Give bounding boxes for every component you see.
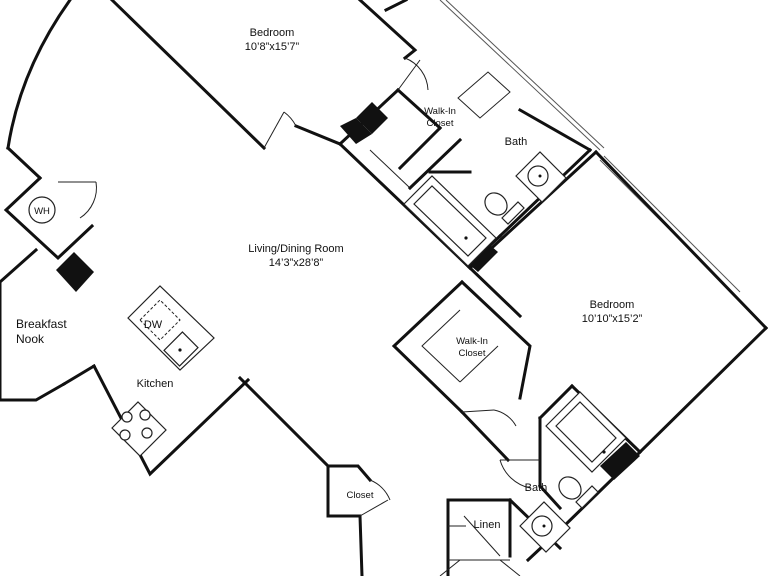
bedroom-right-dims: 10’10”x15’2” [582, 313, 643, 325]
bathtub-top-icon [403, 175, 497, 267]
walk-in-closet-right-line2: Closet [459, 348, 486, 359]
bath-bottom-name: Bath [525, 482, 548, 494]
kitchen-counter-icon [127, 285, 215, 371]
right-bedroom-walls [391, 149, 768, 576]
walk-in-closet-right-line1: Walk-In [456, 336, 488, 347]
structural-columns [56, 102, 640, 480]
kitchen-name: Kitchen [137, 378, 174, 390]
dishwasher-label: DW [144, 319, 163, 331]
bath-top-name: Bath [505, 136, 528, 148]
column-wh [56, 252, 94, 292]
living-dining-name: Living/Dining Room [248, 243, 343, 255]
water-heater-icon [28, 196, 56, 224]
sink-bottom-icon [519, 501, 571, 553]
closet-name: Closet [347, 490, 374, 501]
exterior-walls [0, 0, 473, 576]
bedroom-top-name: Bedroom [250, 27, 295, 39]
doors [58, 57, 540, 527]
fixtures [28, 151, 627, 553]
stove-icon [111, 401, 167, 457]
bedroom-right-name: Bedroom [590, 299, 635, 311]
sink-top-icon [515, 151, 567, 203]
breakfast-nook-line2: Nook [16, 332, 45, 346]
water-heater-label: WH [34, 206, 50, 217]
breakfast-nook-line1: Breakfast [16, 317, 67, 331]
column-bath-top [464, 240, 498, 272]
living-dining-dims: 14’3”x28’8” [269, 257, 324, 269]
room-labels: Bedroom 10’8”x15’7” Walk-In Closet Bath … [16, 27, 643, 531]
toilet-bottom-icon [558, 476, 599, 509]
toilet-top-icon [484, 192, 525, 225]
walk-in-closet-top-line1: Walk-In [424, 106, 456, 117]
bathtub-bottom-icon [545, 391, 627, 473]
walk-in-closet-top-line2: Closet [427, 118, 454, 129]
dishwasher-outline [139, 299, 181, 341]
linen-name: Linen [474, 519, 501, 531]
column-top-b [340, 118, 372, 144]
bedroom-top-dims: 10’8”x15’7” [245, 41, 300, 53]
column-bath-bottom [600, 442, 640, 480]
